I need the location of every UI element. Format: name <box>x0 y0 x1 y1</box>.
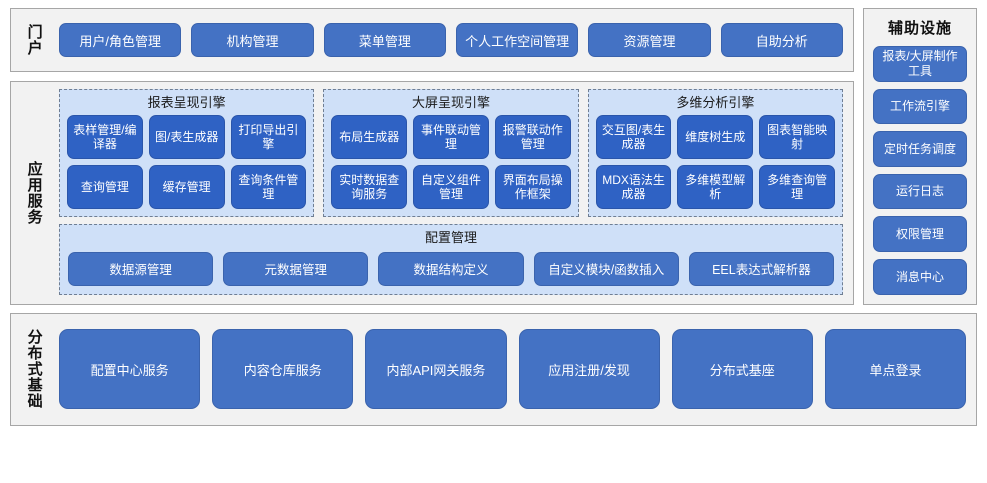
engine-button-bigscreen-custom-component[interactable]: 自定义组件管理 <box>413 165 489 210</box>
engine-button-report-cache-management[interactable]: 缓存管理 <box>148 165 225 210</box>
aux-button-workflow-engine[interactable]: 工作流引擎 <box>873 88 967 125</box>
aux-button-message-center[interactable]: 消息中心 <box>873 258 967 295</box>
portal-button-user-role[interactable]: 用户/角色管理 <box>59 23 182 57</box>
engine-panel-report: 报表呈现引擎 表样管理/编译器 图/表生成器 打印导出引擎 查询管理 缓存管理 … <box>59 89 315 218</box>
config-button-eel-parser[interactable]: EEL表达式解析器 <box>688 251 835 286</box>
dist-button-sso[interactable]: 单点登录 <box>824 329 967 410</box>
config-buttons: 数据源管理 元数据管理 数据结构定义 自定义模块/函数插入 EEL表达式解析器 <box>68 251 835 286</box>
engine-button-olap-model-parser[interactable]: 多维模型解析 <box>677 165 754 210</box>
aux-button-report-bigscreen-tool[interactable]: 报表/大屏制作工具 <box>873 46 967 82</box>
engine-title-olap: 多维分析引擎 <box>676 95 755 110</box>
app-services-band: 应用服务 报表呈现引擎 表样管理/编译器 图/表生成器 打印导出引擎 查询管理 … <box>10 81 854 305</box>
engine-button-report-template-compiler[interactable]: 表样管理/编译器 <box>67 115 143 160</box>
portal-button-menu[interactable]: 菜单管理 <box>323 23 446 57</box>
engine-panel-olap: 多维分析引擎 交互图/表生成器 维度树生成 图表智能映射 MDX语法生成器 多维… <box>587 89 843 218</box>
engine-button-report-query-conditions[interactable]: 查询条件管理 <box>230 165 307 210</box>
engines-row: 报表呈现引擎 表样管理/编译器 图/表生成器 打印导出引擎 查询管理 缓存管理 … <box>59 89 843 218</box>
engine-button-olap-mdx-generator[interactable]: MDX语法生成器 <box>595 165 672 210</box>
left-column: 门户 用户/角色管理 机构管理 菜单管理 个人工作空间管理 资源管理 自助分析 … <box>10 8 854 305</box>
distributed-base-band: 分布式基础 配置中心服务 内容仓库服务 内部API网关服务 应用注册/发现 分布… <box>10 312 977 426</box>
aux-button-scheduled-task[interactable]: 定时任务调度 <box>873 131 967 167</box>
config-button-data-structure[interactable]: 数据结构定义 <box>378 251 524 286</box>
aux-facilities-panel: 辅助设施 报表/大屏制作工具 工作流引擎 定时任务调度 运行日志 权限管理 消息… <box>863 8 977 305</box>
upper-section: 门户 用户/角色管理 机构管理 菜单管理 个人工作空间管理 资源管理 自助分析 … <box>10 8 977 305</box>
portal-button-org[interactable]: 机构管理 <box>191 23 314 57</box>
portal-buttons: 用户/角色管理 机构管理 菜单管理 个人工作空间管理 资源管理 自助分析 <box>57 9 853 71</box>
engine-title-report: 报表呈现引擎 <box>147 95 226 110</box>
dist-button-internal-api-gateway[interactable]: 内部API网关服务 <box>365 329 507 410</box>
portal-button-resource[interactable]: 资源管理 <box>588 23 711 57</box>
portal-button-personal-workspace[interactable]: 个人工作空间管理 <box>455 23 579 57</box>
dist-button-config-center[interactable]: 配置中心服务 <box>59 329 201 410</box>
engine-button-olap-query-management[interactable]: 多维查询管理 <box>759 165 835 210</box>
engine-button-report-chart-generator[interactable]: 图/表生成器 <box>148 115 225 160</box>
config-panel: 配置管理 数据源管理 元数据管理 数据结构定义 自定义模块/函数插入 EEL表达… <box>59 224 843 295</box>
dist-button-content-repository[interactable]: 内容仓库服务 <box>212 329 354 410</box>
config-button-custom-module-function[interactable]: 自定义模块/函数插入 <box>533 251 679 286</box>
engine-button-bigscreen-ui-layout-framework[interactable]: 界面布局操作框架 <box>494 165 571 210</box>
aux-facilities-list: 报表/大屏制作工具 工作流引擎 定时任务调度 运行日志 权限管理 消息中心 <box>873 46 967 295</box>
portal-band-label: 门户 <box>25 24 43 56</box>
config-button-metadata[interactable]: 元数据管理 <box>223 251 369 286</box>
dist-button-distributed-foundation[interactable]: 分布式基座 <box>671 329 813 410</box>
engine-button-bigscreen-alarm-action[interactable]: 报警联动作管理 <box>494 115 571 160</box>
distributed-base-buttons: 配置中心服务 内容仓库服务 内部API网关服务 应用注册/发现 分布式基座 单点… <box>57 314 976 425</box>
distributed-base-band-label: 分布式基础 <box>25 329 43 410</box>
engine-button-olap-chart-mapping[interactable]: 图表智能映射 <box>759 115 835 160</box>
engine-grid-bigscreen: 布局生成器 事件联动管理 报警联动作管理 实时数据查询服务 自定义组件管理 界面… <box>331 115 571 210</box>
engine-button-olap-dimension-tree[interactable]: 维度树生成 <box>677 115 754 160</box>
engine-button-bigscreen-realtime-query[interactable]: 实时数据查询服务 <box>331 165 408 210</box>
engine-button-report-print-export[interactable]: 打印导出引擎 <box>230 115 307 160</box>
engine-button-report-query-management[interactable]: 查询管理 <box>67 165 143 210</box>
engine-grid-olap: 交互图/表生成器 维度树生成 图表智能映射 MDX语法生成器 多维模型解析 多维… <box>595 115 835 210</box>
engine-grid-report: 表样管理/编译器 图/表生成器 打印导出引擎 查询管理 缓存管理 查询条件管理 <box>67 115 307 210</box>
aux-button-permission-management[interactable]: 权限管理 <box>873 216 967 252</box>
app-services-content: 报表呈现引擎 表样管理/编译器 图/表生成器 打印导出引擎 查询管理 缓存管理 … <box>57 82 853 304</box>
config-button-datasource[interactable]: 数据源管理 <box>68 251 214 286</box>
engine-panel-bigscreen: 大屏呈现引擎 布局生成器 事件联动管理 报警联动作管理 实时数据查询服务 自定义… <box>323 89 579 218</box>
engine-button-olap-interactive-chart[interactable]: 交互图/表生成器 <box>595 115 672 160</box>
engine-button-bigscreen-event-linkage[interactable]: 事件联动管理 <box>413 115 489 160</box>
aux-button-runtime-log[interactable]: 运行日志 <box>873 173 967 210</box>
dist-button-app-registry-discovery[interactable]: 应用注册/发现 <box>518 329 660 410</box>
engine-button-bigscreen-layout-generator[interactable]: 布局生成器 <box>331 115 408 160</box>
app-services-band-label: 应用服务 <box>25 160 43 225</box>
engine-title-bigscreen: 大屏呈现引擎 <box>411 95 490 110</box>
portal-band: 门户 用户/角色管理 机构管理 菜单管理 个人工作空间管理 资源管理 自助分析 <box>10 8 854 72</box>
config-panel-title: 配置管理 <box>424 230 477 246</box>
aux-facilities-title: 辅助设施 <box>887 20 952 37</box>
portal-button-self-service-analysis[interactable]: 自助分析 <box>720 23 843 57</box>
